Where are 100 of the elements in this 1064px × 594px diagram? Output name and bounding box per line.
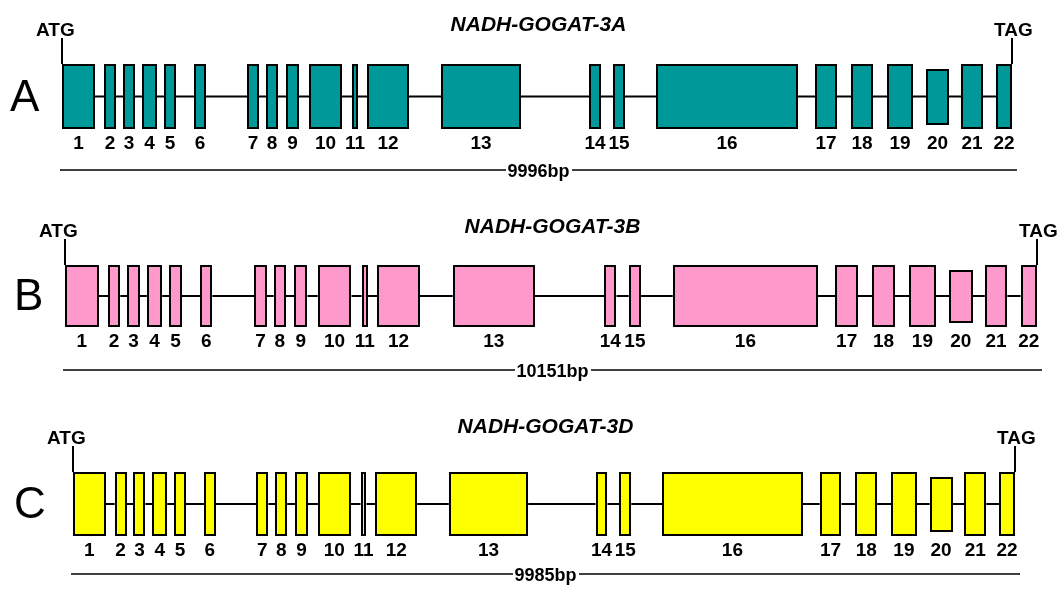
intron-line xyxy=(144,503,154,505)
exon-number: 15 xyxy=(608,133,630,153)
exon-number: 6 xyxy=(204,540,216,560)
intron-line xyxy=(134,95,143,98)
stop-codon-label: TAG xyxy=(997,428,1036,448)
intron-line xyxy=(119,295,129,297)
intron-line xyxy=(640,295,674,297)
exon-number: 15 xyxy=(624,331,646,351)
intron-line xyxy=(948,95,962,98)
exon-number: 19 xyxy=(889,133,911,153)
exon-number: 9 xyxy=(287,133,298,153)
exon-number: 12 xyxy=(388,331,410,351)
panel-letter: A xyxy=(10,72,40,119)
gene-length-label: 9996bp xyxy=(505,162,572,180)
exon-number: 14 xyxy=(599,331,621,351)
exon-number: 10 xyxy=(323,540,345,560)
exon-number: 1 xyxy=(73,133,84,153)
intron-line xyxy=(533,295,606,297)
gene-length-label: 9985bp xyxy=(512,566,579,584)
exon-number: 19 xyxy=(911,331,933,351)
exon-number: 22 xyxy=(1018,331,1040,351)
exon-number: 7 xyxy=(247,133,259,153)
intron-line xyxy=(94,95,105,98)
panel-letter: C xyxy=(14,480,46,526)
exon-number: 4 xyxy=(144,133,155,153)
exon-number: 7 xyxy=(257,540,268,560)
exon-number: 21 xyxy=(985,331,1007,351)
intron-line xyxy=(872,95,888,98)
exon-number: 12 xyxy=(385,540,407,560)
intron-line xyxy=(161,295,171,297)
exon-number: 10 xyxy=(324,331,346,351)
intron-line xyxy=(277,95,287,98)
exon-number: 20 xyxy=(950,331,972,351)
intron-line xyxy=(175,95,195,98)
exon-number: 18 xyxy=(872,331,895,351)
intron-line xyxy=(350,295,363,297)
exon-number: 9 xyxy=(295,331,307,351)
intron-line xyxy=(307,503,319,505)
exon-number: 18 xyxy=(851,133,873,153)
stop-codon-label: TAG xyxy=(994,20,1033,40)
exon-number: 15 xyxy=(614,540,636,560)
intron-line xyxy=(985,503,1001,505)
intron-line xyxy=(357,95,368,98)
exon-number: 11 xyxy=(354,331,375,351)
intron-line xyxy=(349,503,362,505)
intron-line xyxy=(267,503,277,505)
intron-line xyxy=(951,503,966,505)
exon-number: 6 xyxy=(200,331,212,351)
intron-line xyxy=(797,95,816,98)
exon-number: 16 xyxy=(734,331,756,351)
intron-line xyxy=(366,295,379,297)
intron-line xyxy=(298,95,310,98)
exon-number: 17 xyxy=(836,331,858,351)
exon-number: 18 xyxy=(855,540,877,560)
intron-line xyxy=(876,503,893,505)
exon-number: 7 xyxy=(255,331,266,351)
intron-line xyxy=(520,95,590,98)
intron-line xyxy=(180,295,202,297)
exon-number: 14 xyxy=(584,133,606,153)
exon-number: 2 xyxy=(104,133,116,153)
gene-length-label: 10151bp xyxy=(514,362,591,380)
exon-number: 10 xyxy=(314,133,337,153)
intron-line xyxy=(615,295,630,297)
intron-line xyxy=(630,503,663,505)
exon-number: 3 xyxy=(128,331,139,351)
exon-number: 4 xyxy=(154,540,166,560)
intron-line xyxy=(211,295,256,297)
exon-number: 1 xyxy=(76,331,88,351)
intron-line xyxy=(214,503,258,505)
exon-number: 13 xyxy=(470,133,492,153)
exon-number: 13 xyxy=(483,331,505,351)
intron-line xyxy=(934,295,950,297)
exon-number: 8 xyxy=(274,331,286,351)
intron-line xyxy=(185,503,205,505)
exon-number: 12 xyxy=(377,133,399,153)
intron-line xyxy=(600,95,614,98)
exon-number: 20 xyxy=(926,133,949,153)
intron-line xyxy=(817,295,837,297)
intron-line xyxy=(104,503,116,505)
exon-number: 20 xyxy=(930,540,952,560)
intron-line xyxy=(265,295,275,297)
exon-number: 9 xyxy=(296,540,307,560)
intron-line xyxy=(97,295,109,297)
intron-line xyxy=(286,503,297,505)
exon-number: 5 xyxy=(174,540,186,560)
exon-number: 14 xyxy=(590,540,613,560)
exon-number: 17 xyxy=(815,133,837,153)
intron-line xyxy=(115,95,124,98)
start-codon-label: ATG xyxy=(39,221,78,241)
exon-number: 3 xyxy=(134,540,145,560)
intron-line xyxy=(971,295,986,297)
exon-number: 16 xyxy=(721,540,743,560)
exon-number: 21 xyxy=(964,540,986,560)
exon-number: 22 xyxy=(993,133,1015,153)
exon-number: 6 xyxy=(194,133,206,153)
exon-number: 11 xyxy=(344,133,366,153)
intron-line xyxy=(527,503,597,505)
gene-title: NADH-GOGAT-3D xyxy=(457,414,634,438)
exon-number: 21 xyxy=(961,133,983,153)
intron-line xyxy=(166,503,176,505)
